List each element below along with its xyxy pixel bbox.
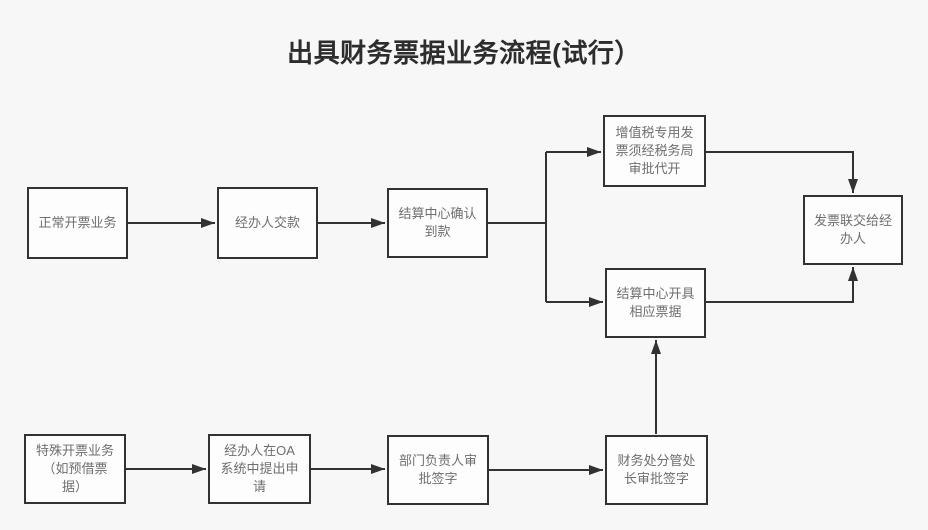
node-settlement-center-issue: 结算中心开具 相应票据	[605, 268, 706, 338]
node-label: 发票联交给经 办人	[813, 213, 892, 246]
node-label: 财务处分管处 长审批签字	[617, 453, 696, 486]
node-settlement-center-confirm: 结算中心确认 到款	[387, 188, 488, 258]
node-finance-deputy-approval: 财务处分管处 长审批签字	[605, 435, 708, 505]
node-label: 增值税专用发 票须经税务局 审批代开	[615, 125, 694, 176]
node-vat-special-invoice: 增值税专用发 票须经税务局 审批代开	[603, 115, 706, 187]
node-label: 经办人在OA 系统中提出申 请	[220, 443, 299, 494]
node-label: 正常开票业务	[38, 215, 117, 230]
node-handler-pays: 经办人交款	[217, 187, 318, 259]
edge-issue-to-deliver	[706, 267, 858, 303]
node-label: 结算中心开具 相应票据	[616, 286, 695, 319]
node-invoice-copy-to-handler: 发票联交给经 办人	[803, 195, 903, 265]
node-label: 经办人交款	[234, 215, 300, 230]
node-label: 特殊开票业务 （如预借票 据）	[35, 443, 114, 494]
node-normal-invoice-business: 正常开票业务	[27, 187, 128, 259]
node-label: 结算中心确认 到款	[398, 206, 477, 239]
node-special-invoice-business: 特殊开票业务 （如预借票 据）	[24, 434, 126, 504]
node-label: 部门负责人审 批签字	[398, 453, 477, 486]
node-oa-application: 经办人在OA 系统中提出申 请	[208, 434, 311, 504]
edge-vat-to-deliver	[706, 151, 858, 193]
node-dept-head-approval: 部门负责人审 批签字	[387, 435, 489, 505]
diagram-title: 出具财务票据业务流程(试行）	[287, 38, 641, 68]
